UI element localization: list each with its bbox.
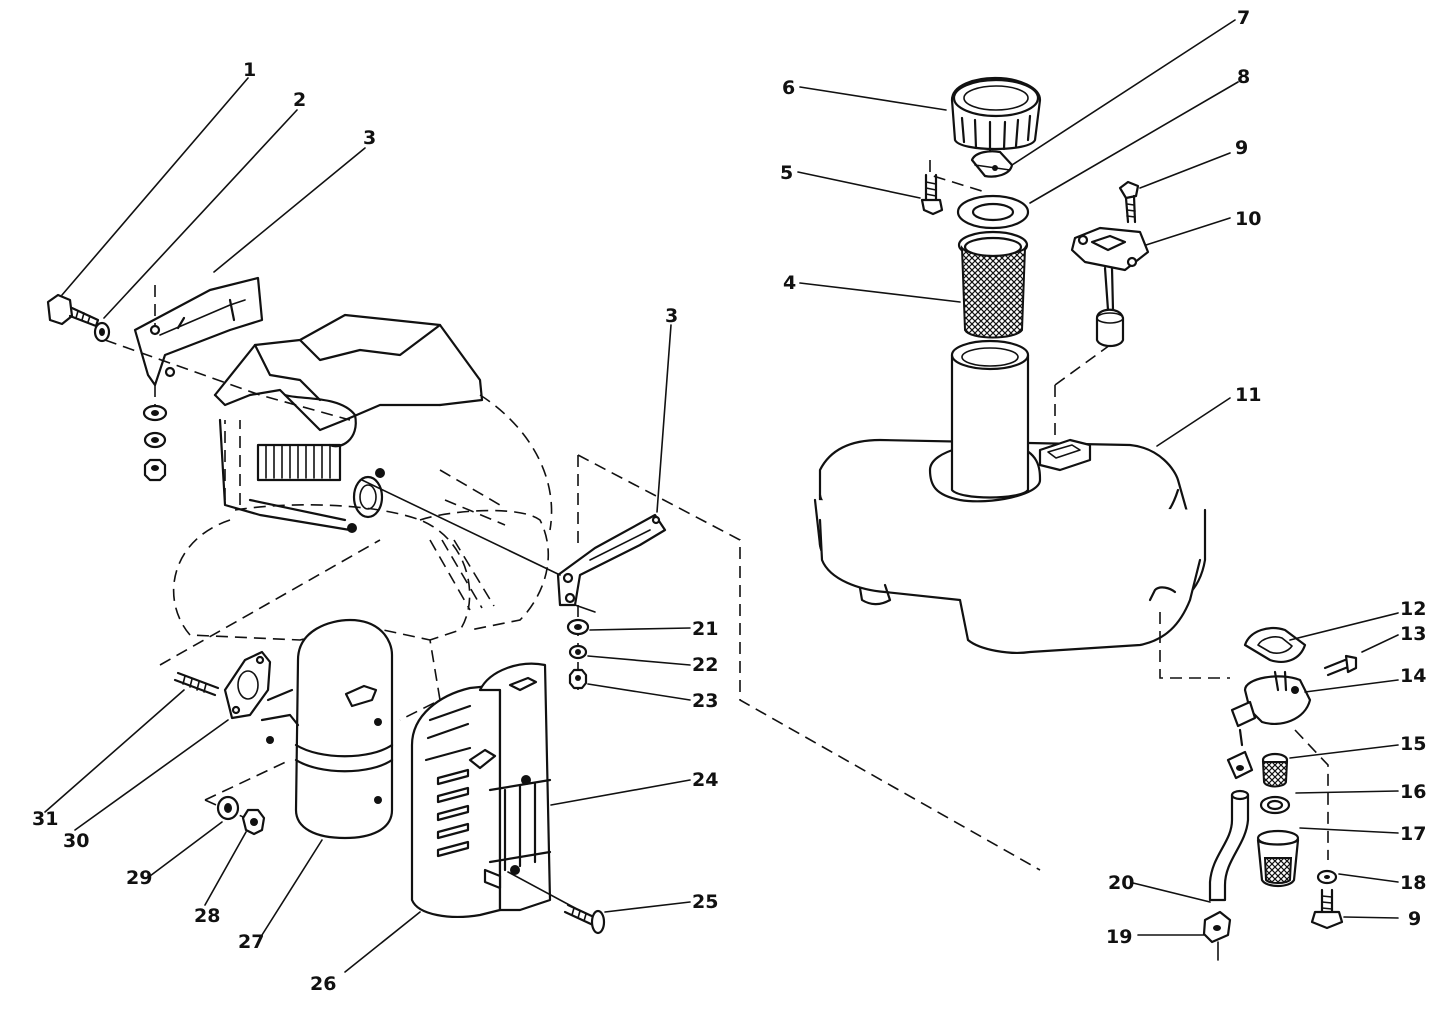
muffler-nut-28: [241, 808, 266, 836]
fuel-gauge-10: [1070, 226, 1150, 348]
fuel-strainer-4: [957, 230, 1029, 339]
callout-1: 1: [243, 59, 256, 81]
callout-9: 9: [1235, 137, 1248, 159]
callout-22: 22: [692, 654, 718, 676]
callout-29: 29: [126, 867, 152, 889]
callout-8: 8: [1237, 66, 1250, 88]
valve-screw-13: [1323, 654, 1358, 677]
cap-gasket-8: [956, 194, 1030, 230]
right-bracket-washers: [566, 618, 590, 690]
callout-14: 14: [1400, 665, 1426, 687]
bowl-screw-9: [1310, 888, 1344, 930]
hose-clamp-19: [1202, 910, 1232, 961]
muffler-guard-24: [478, 662, 576, 912]
callout-17: 17: [1400, 823, 1426, 845]
callout-27: 27: [238, 931, 264, 953]
callout-9-bottom: 9: [1408, 908, 1421, 930]
callout-labels: 1 2 3 3 4 5 6 7 8 9 9 10 11 12 13 14 15 …: [32, 7, 1426, 995]
guard-screw-25: [563, 903, 606, 935]
valve-screen-15: [1261, 752, 1289, 788]
callout-15: 15: [1400, 733, 1426, 755]
callout-19: 19: [1106, 926, 1132, 948]
hex-bolt-1: [46, 293, 100, 328]
gauge-screw-9: [1118, 180, 1140, 224]
washer-18: [1316, 869, 1338, 885]
valve-gasket-12: [1159, 612, 1307, 679]
callout-20: 20: [1108, 872, 1134, 894]
engine-outline: [172, 313, 553, 721]
fuel-hose-20: [1208, 789, 1250, 902]
muffler-guard-26: [410, 683, 502, 918]
bracket-left: [104, 276, 351, 421]
callout-5: 5: [780, 162, 793, 184]
callout-25: 25: [692, 891, 718, 913]
callout-11: 11: [1235, 384, 1261, 406]
callout-18: 18: [1400, 872, 1426, 894]
cap-vent-7: [929, 150, 1014, 193]
callout-26: 26: [310, 973, 336, 995]
exhaust-gasket-30: [159, 539, 381, 720]
callout-6: 6: [782, 77, 795, 99]
hose-clamp-fitting: [1226, 750, 1254, 780]
shutoff-valve-14: [1230, 670, 1329, 860]
callout-30: 30: [63, 830, 89, 852]
muffler-washer-29: [216, 795, 240, 821]
fuel-cap-6: [950, 76, 1042, 152]
callout-4: 4: [783, 272, 796, 294]
callout-21: 21: [692, 618, 718, 640]
left-bracket-washers: [142, 404, 168, 482]
callout-24: 24: [692, 769, 718, 791]
fuel-tank-11: [813, 339, 1207, 654]
sediment-bowl-17: [1256, 829, 1300, 888]
callout-7: 7: [1237, 7, 1250, 29]
bowl-gasket-16: [1259, 795, 1291, 815]
screw-5: [920, 173, 944, 216]
callout-3-right: 3: [665, 305, 678, 327]
leader-lines: [44, 19, 1399, 973]
callout-31: 31: [32, 808, 58, 830]
callout-23: 23: [692, 690, 718, 712]
callout-2: 2: [293, 89, 306, 111]
lock-washer-2: [93, 321, 111, 343]
stud-31: [173, 671, 220, 697]
callout-3: 3: [363, 127, 376, 149]
callout-13: 13: [1400, 623, 1426, 645]
callout-12: 12: [1400, 598, 1426, 620]
callout-10: 10: [1235, 208, 1261, 230]
callout-16: 16: [1400, 781, 1426, 803]
callout-28: 28: [194, 905, 220, 927]
muffler-27: [204, 618, 394, 840]
